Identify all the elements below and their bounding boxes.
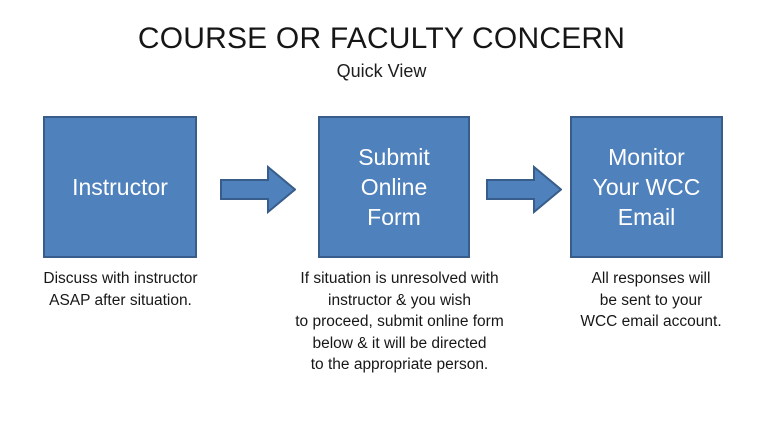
page-subtitle: Quick View [336,61,427,81]
right-arrow-glyph [486,164,563,215]
step-caption-submit-online-form: If situation is unresolved with instruct… [295,270,504,373]
flow-box-label: Submit Online Form [358,144,430,230]
right-arrow-glyph [220,164,297,215]
page-title: COURSE OR FACULTY CONCERN [137,22,626,55]
flow-box-label: Monitor Your WCC Email [592,144,701,230]
flow-box-submit-online-form[interactable]: Submit Online Form [318,116,470,258]
step-caption-instructor: Discuss with instructor ASAP after situa… [43,270,198,309]
flow-box-label: Instructor [72,174,168,200]
right-arrow-icon [220,164,297,215]
step-caption-monitor-wcc-email: All responses will be sent to your WCC e… [580,270,722,330]
right-arrow-icon [486,164,563,215]
flow-box-instructor[interactable]: Instructor [43,116,197,258]
flow-box-monitor-wcc-email[interactable]: Monitor Your WCC Email [570,116,723,258]
